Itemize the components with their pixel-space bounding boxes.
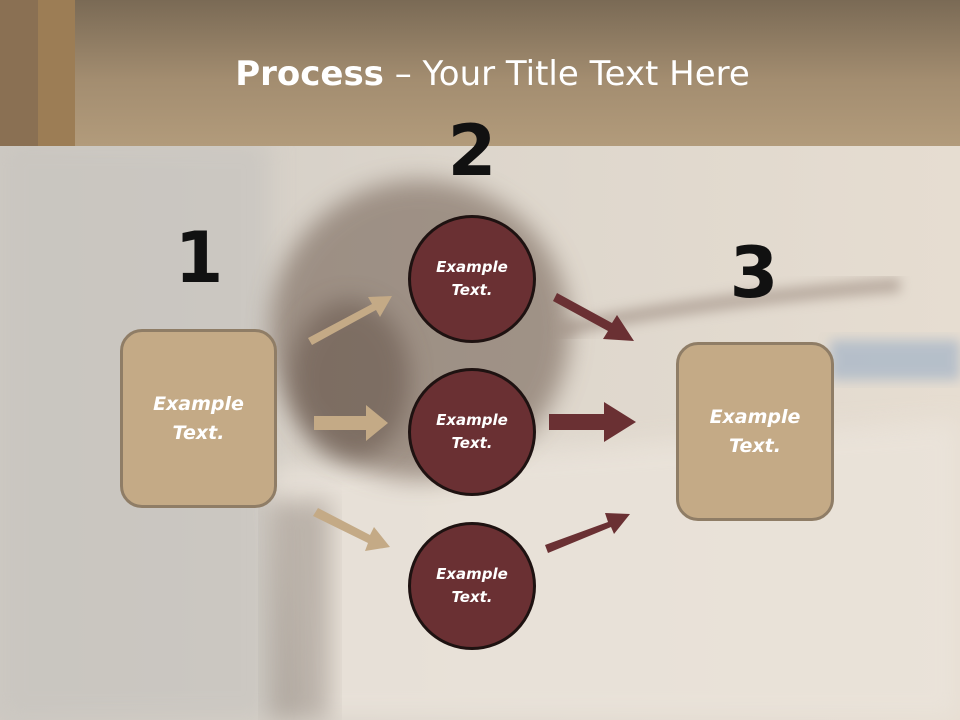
arrow-circle-mid-to-box3 xyxy=(549,402,636,442)
step2-circle-bottom: Example Text. xyxy=(408,522,536,650)
circle-text: Example Text. xyxy=(436,565,508,606)
title-rest: – Your Title Text Here xyxy=(383,54,750,94)
arrow-box1-to-circle-top xyxy=(308,296,392,345)
step-number-2: 2 xyxy=(447,110,497,192)
step-number-3: 3 xyxy=(729,232,779,314)
step1-box: Example Text. xyxy=(120,329,277,508)
arrow-box1-to-circle-mid xyxy=(314,405,388,441)
slide-title: Process – Your Title Text Here xyxy=(0,52,960,96)
step3-box-text: Example Text. xyxy=(709,405,801,457)
header-accent-strip xyxy=(38,0,75,146)
header-accent-strip xyxy=(0,0,38,146)
step2-circle-middle: Example Text. xyxy=(408,368,536,496)
title-bold: Process xyxy=(235,54,384,94)
step3-box: Example Text. xyxy=(676,342,834,521)
step-number-1: 1 xyxy=(174,217,224,299)
step1-box-text: Example Text. xyxy=(153,392,244,444)
circle-text: Example Text. xyxy=(436,411,508,452)
arrow-circle-bottom-to-box3 xyxy=(545,513,630,553)
step2-circle-top: Example Text. xyxy=(408,215,536,343)
title-bar xyxy=(0,0,960,146)
circle-text: Example Text. xyxy=(436,258,508,299)
arrow-circle-top-to-box3 xyxy=(553,293,634,341)
arrow-box1-to-circle-bottom xyxy=(313,508,390,551)
